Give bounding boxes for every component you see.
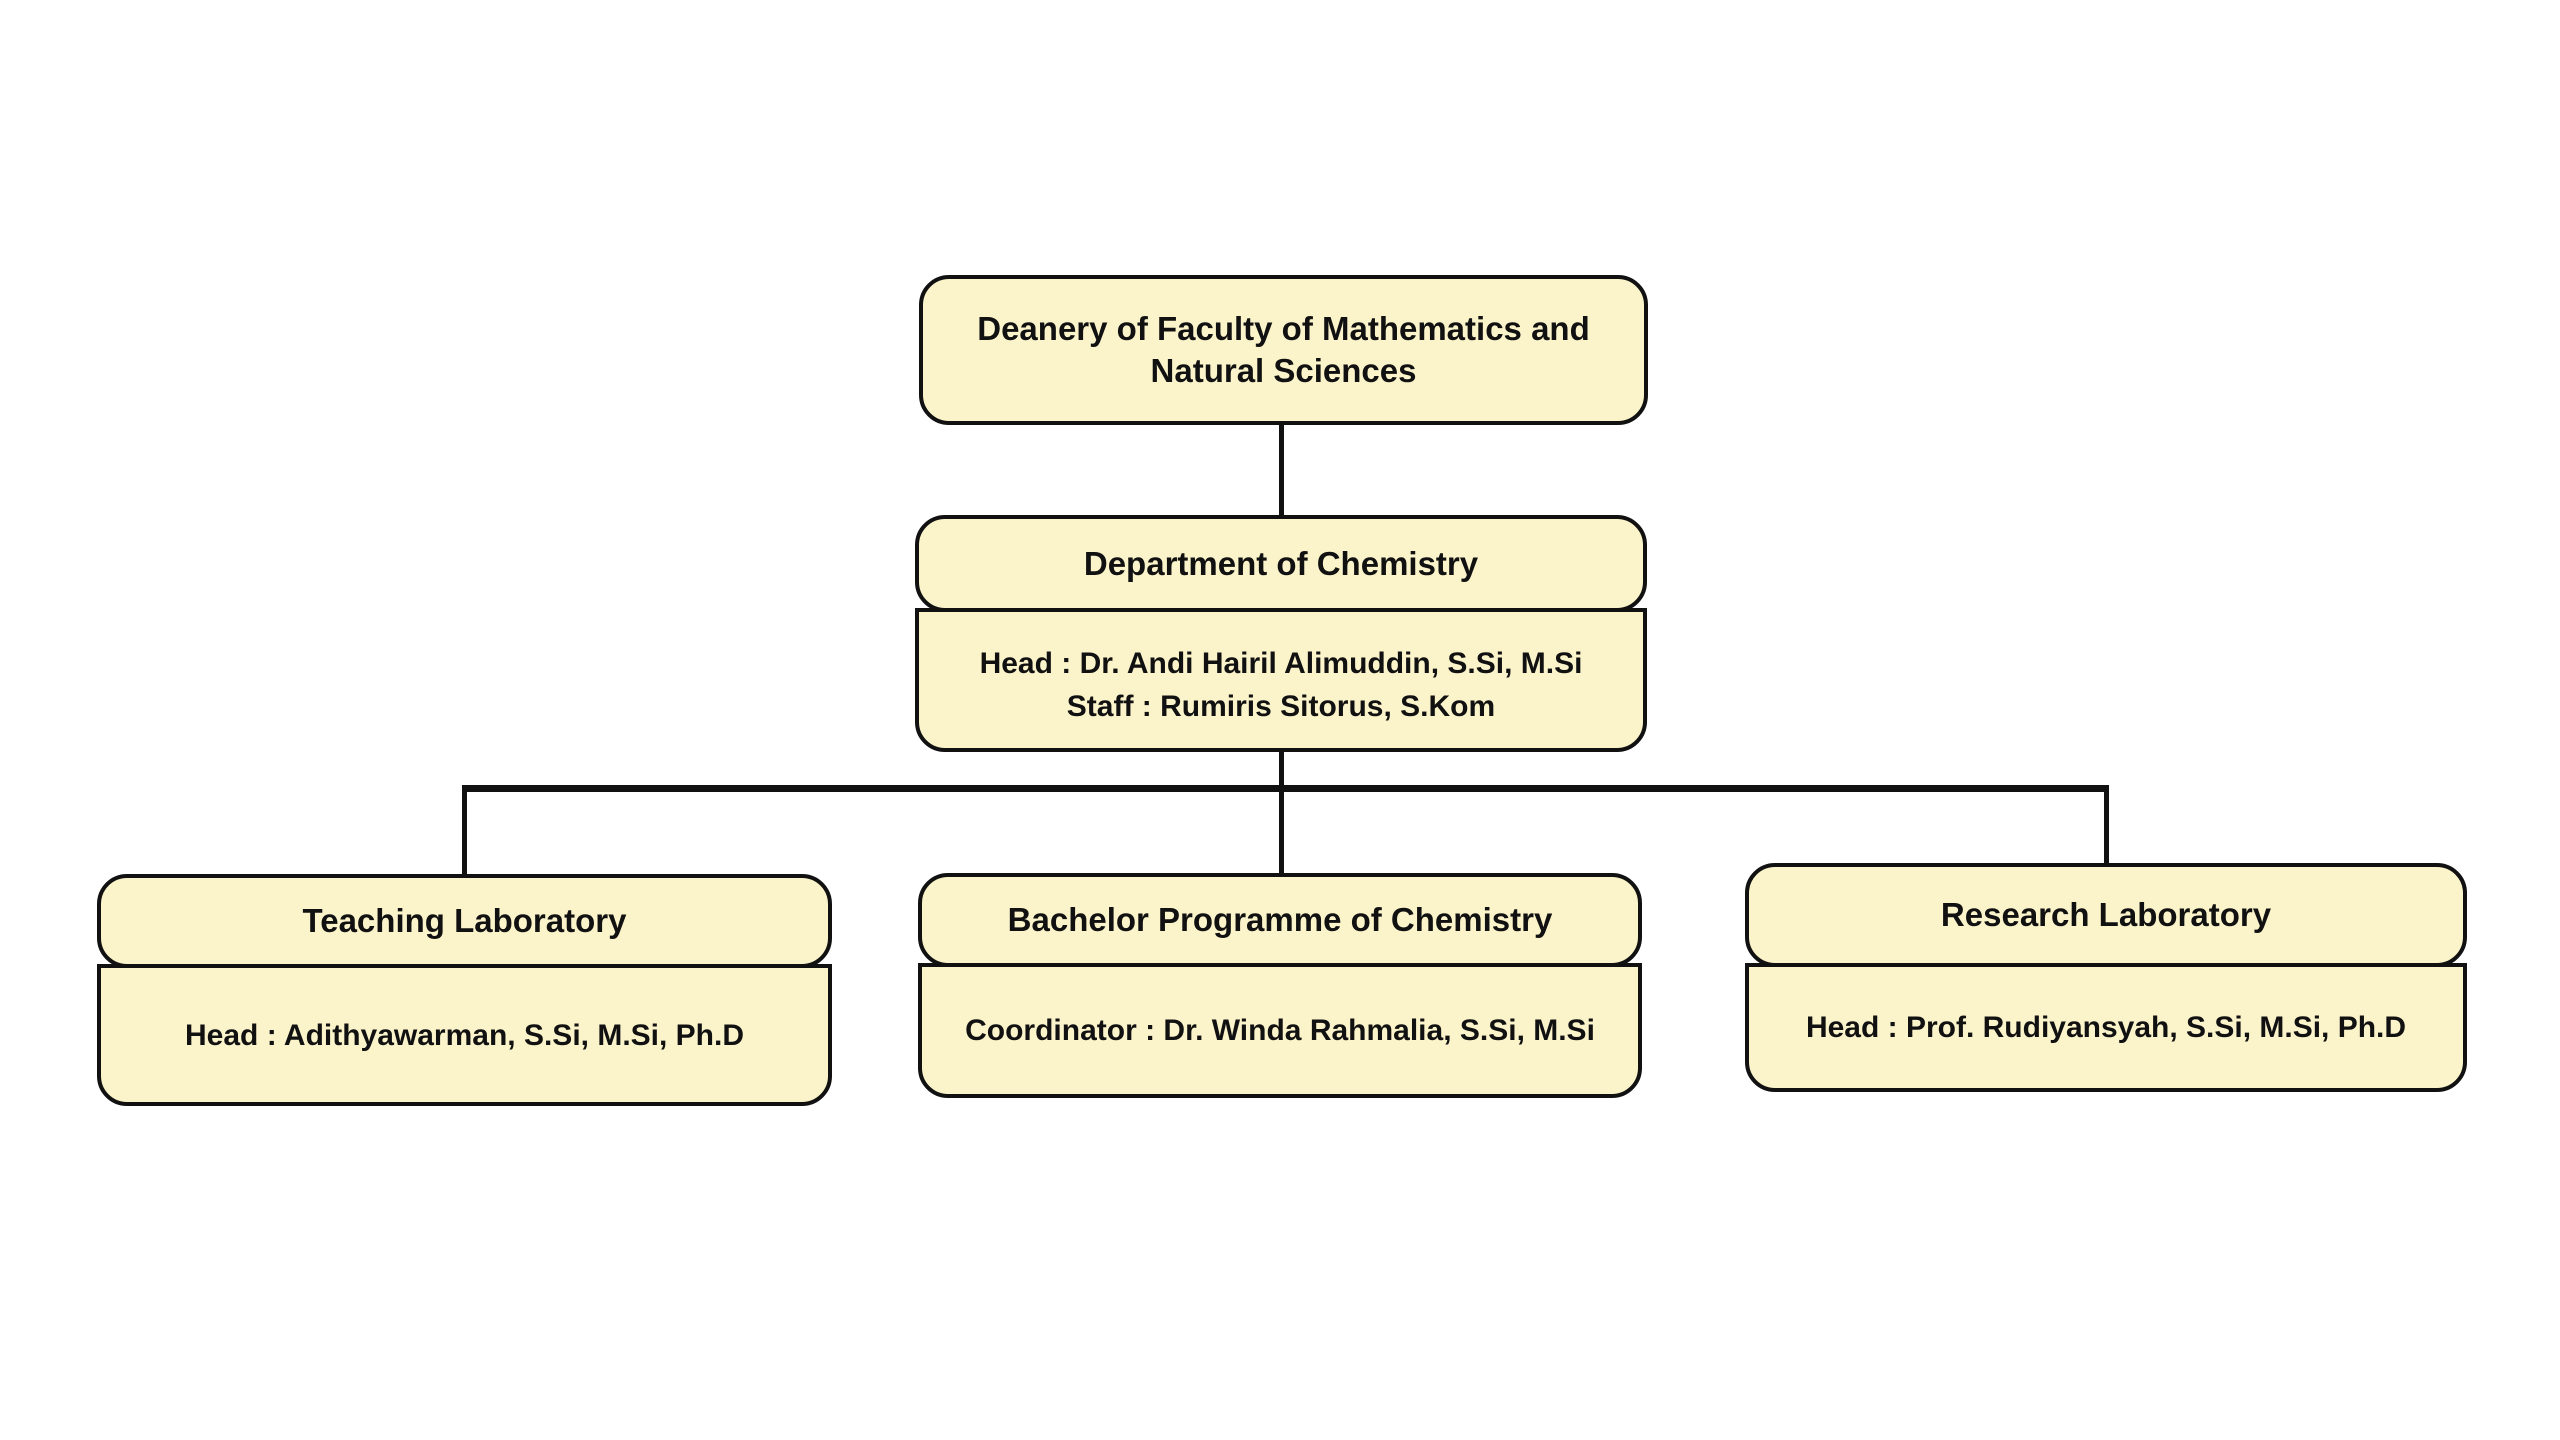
node-bachelor-programme: Coordinator : Dr. Winda Rahmalia, S.Si, … [918, 873, 1642, 1098]
node-deanery: Deanery of Faculty of Mathematics and Na… [919, 275, 1648, 425]
bachelor-programme-body: Coordinator : Dr. Winda Rahmalia, S.Si, … [918, 963, 1642, 1098]
research-lab-title: Research Laboratory [1940, 896, 2272, 933]
node-research-laboratory: Head : Prof. Rudiyansyah, S.Si, M.Si, Ph… [1745, 863, 2467, 1092]
teaching-lab-title: Teaching Laboratory [302, 902, 627, 939]
research-lab-title-band: Research Laboratory [1745, 863, 2467, 967]
bachelor-programme-title-band: Bachelor Programme of Chemistry [918, 873, 1642, 967]
connector-deanery-to-department [1279, 423, 1284, 517]
bachelor-programme-coordinator-line: Coordinator : Dr. Winda Rahmalia, S.Si, … [965, 1014, 1595, 1047]
connector-horizontal-bus [462, 785, 2109, 792]
deanery-title-line-1: Deanery of Faculty of Mathematics and [977, 310, 1590, 347]
node-department-of-chemistry: Head : Dr. Andi Hairil Alimuddin, S.Si, … [915, 515, 1647, 752]
connector-drop-to-teaching-lab [462, 786, 467, 876]
research-lab-head-line: Head : Prof. Rudiyansyah, S.Si, M.Si, Ph… [1805, 1011, 2407, 1044]
teaching-lab-head-line: Head : Adithyawarman, S.Si, M.Si, Ph.D [185, 1018, 744, 1052]
department-head-line: Head : Dr. Andi Hairil Alimuddin, S.Si, … [979, 647, 1583, 680]
deanery-title-line-2: Natural Sciences [1150, 352, 1417, 389]
department-staff-line: Staff : Rumiris Sitorus, S.Kom [1066, 690, 1496, 723]
connector-drop-to-research-lab [2104, 786, 2109, 865]
teaching-lab-body: Head : Adithyawarman, S.Si, M.Si, Ph.D [97, 964, 832, 1106]
teaching-lab-title-band: Teaching Laboratory [97, 874, 832, 968]
node-teaching-laboratory: Head : Adithyawarman, S.Si, M.Si, Ph.D T… [97, 874, 832, 1106]
research-lab-body: Head : Prof. Rudiyansyah, S.Si, M.Si, Ph… [1745, 963, 2467, 1092]
department-title: Department of Chemistry [1083, 544, 1479, 582]
bachelor-programme-title: Bachelor Programme of Chemistry [1007, 901, 1553, 938]
connector-department-to-bachelor [1279, 750, 1284, 875]
department-title-band: Department of Chemistry [915, 515, 1647, 612]
department-body: Head : Dr. Andi Hairil Alimuddin, S.Si, … [915, 608, 1647, 752]
